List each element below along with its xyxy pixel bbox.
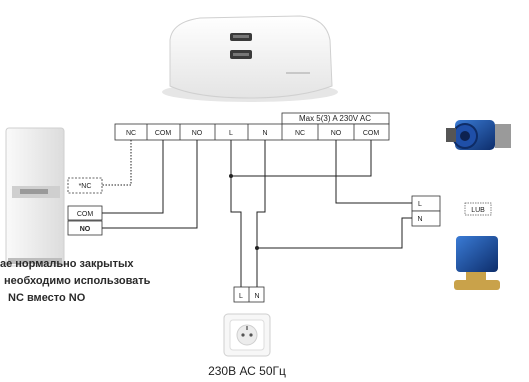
- wire-no: [102, 140, 198, 229]
- wire-n: [256, 140, 266, 287]
- boiler-terminal-block: *NC COM NO: [67, 177, 103, 236]
- relay-rating-label: Max 5(3) A 230V AC: [299, 114, 371, 123]
- thermostat-receiver-image: [162, 15, 338, 102]
- pump-terminal-block: L N: [411, 195, 441, 227]
- terminal-l: L: [229, 130, 233, 137]
- terminal-relay-nc: NC: [295, 130, 305, 137]
- wire-l: [230, 140, 242, 287]
- wires: [102, 140, 412, 287]
- socket-caption: 230В АС 50Гц: [208, 364, 286, 378]
- terminal-no: NO: [192, 130, 203, 137]
- wire-l-to-relay-com: [231, 140, 372, 177]
- junction-l: [229, 174, 233, 178]
- wall-socket-image: [223, 313, 271, 357]
- terminal-nc: NC: [126, 130, 136, 137]
- receiver-terminal-block: NC COM NO L N NC NO COM: [114, 123, 390, 141]
- terminal-n: N: [262, 130, 267, 137]
- pump-image: [446, 120, 511, 150]
- boiler-terminal-nc-optional: *NC: [79, 183, 92, 190]
- terminal-relay-no: NO: [331, 130, 342, 137]
- wire-n-to-pump-n: [257, 217, 412, 249]
- pump-terminal-n: N: [417, 216, 422, 223]
- boiler-terminal-no: NO: [80, 226, 91, 233]
- zone-valve-image: [454, 236, 500, 290]
- socket-terminal-n: N: [254, 293, 259, 300]
- note-line-2: необходимо использовать: [4, 275, 151, 287]
- pump-label-box: [464, 202, 492, 216]
- boiler-terminal-com: COM: [77, 211, 94, 218]
- wire-com: [102, 140, 164, 214]
- wire-relay-no-to-pump-l: [335, 140, 412, 204]
- note-line-1: ае нормально закрытых: [0, 258, 134, 270]
- note-line-3: NC вместо NO: [8, 292, 86, 304]
- junction-n: [255, 246, 259, 250]
- terminal-relay-com: COM: [363, 130, 380, 137]
- wire-nc-optional: [102, 140, 132, 186]
- boiler-image: [5, 127, 65, 267]
- pump-label: LUB: [471, 207, 485, 214]
- socket-terminal-block: L N: [233, 286, 265, 303]
- terminal-com: COM: [155, 130, 172, 137]
- socket-terminal-l: L: [239, 293, 243, 300]
- pump-terminal-l: L: [418, 201, 422, 208]
